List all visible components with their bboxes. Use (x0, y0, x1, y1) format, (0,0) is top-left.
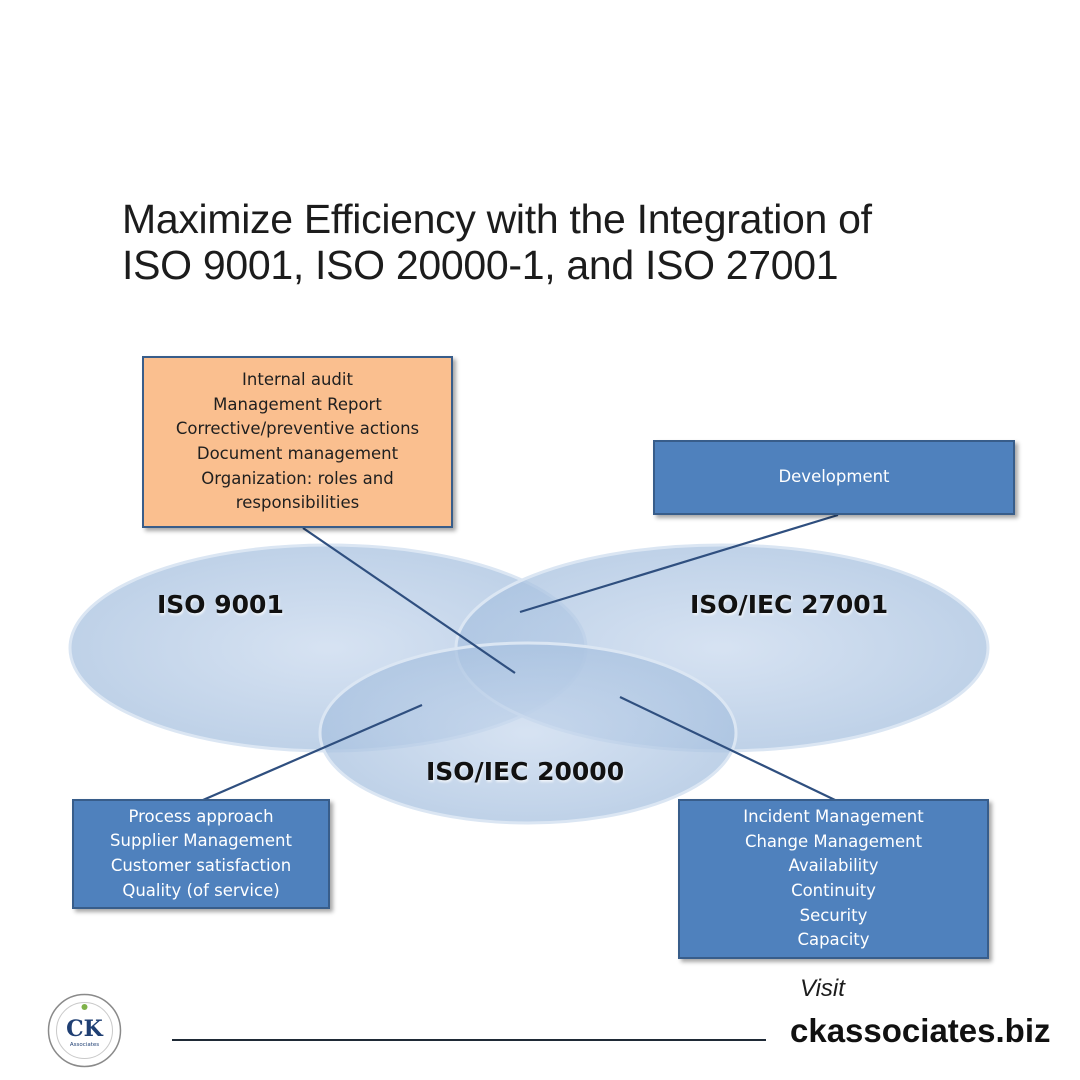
common-item: Document management (196, 444, 399, 463)
label-iso-9001: ISO 9001 (157, 590, 284, 619)
title-line-2: ISO 9001, ISO 20000-1, and ISO 27001 (122, 242, 839, 288)
common-item: responsibilities (235, 493, 360, 513)
website-link[interactable]: ckassociates.biz (790, 1012, 1051, 1049)
right-item: Continuity (791, 881, 876, 900)
right-item: Capacity (797, 930, 870, 950)
right-item: Incident Management (743, 807, 924, 827)
logo-sub-text: Associates (70, 1042, 99, 1048)
iso20000-27001-box: Incident Management Change Management Av… (678, 799, 989, 959)
common-item: Organization: roles and (201, 468, 394, 488)
connector-development (519, 513, 839, 614)
connector-left (202, 703, 423, 802)
right-item: Security (799, 905, 868, 925)
right-item: Availability (788, 856, 879, 876)
footer-divider (172, 1039, 766, 1041)
left-item: Quality (of service) (122, 880, 280, 900)
common-item: Internal audit (242, 370, 353, 390)
common-item: Corrective/preventive actions (175, 419, 420, 439)
left-item: Supplier Management (110, 831, 292, 851)
development-item: Development (778, 467, 890, 487)
common-item: Management Report (213, 394, 382, 414)
label-iso-27001: ISO/IEC 27001 (690, 590, 889, 619)
iso9001-20000-box: Process approach Supplier Management Cus… (72, 799, 330, 909)
label-iso-20000: ISO/IEC 20000 (426, 757, 625, 786)
logo-ck-text: CK (66, 1016, 104, 1042)
title-line-1: Maximize Efficiency with the Integration… (122, 196, 872, 242)
leaf-icon (81, 1004, 88, 1010)
connector-common (302, 527, 516, 674)
ellipse-iso-20000 (318, 641, 738, 825)
left-item: Process approach (128, 806, 274, 826)
visit-label: Visit (800, 975, 845, 1002)
right-item: Change Management (744, 831, 923, 851)
left-item: Customer satisfaction (110, 856, 292, 875)
common-elements-box: Internal audit Management Report Correct… (142, 356, 453, 528)
ck-associates-logo: CK Associates (47, 993, 122, 1068)
development-box: Development (653, 440, 1015, 515)
page-title: Maximize Efficiency with the Integration… (122, 196, 1022, 288)
connector-right (619, 696, 836, 801)
